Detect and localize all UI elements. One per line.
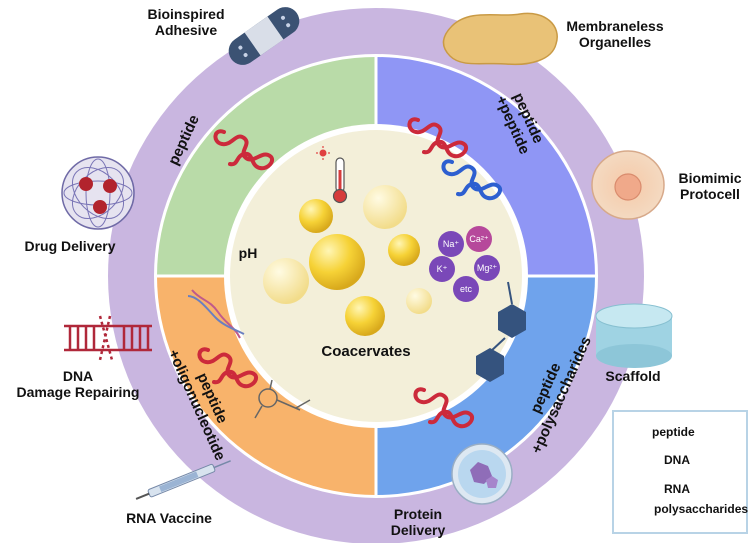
ph-label: pH xyxy=(239,245,258,261)
label-protein-delivery: Protein Delivery xyxy=(390,506,446,538)
legend-label-rna: RNA xyxy=(664,482,690,496)
label-scaffold: Scaffold xyxy=(605,368,661,384)
peptide-icon-blue-sector xyxy=(413,387,475,429)
label-drug-delivery: Drug Delivery xyxy=(24,238,116,254)
label-rna-vaccine: RNA Vaccine xyxy=(126,510,212,526)
center-title: Coacervates xyxy=(321,343,410,360)
protocell-icon xyxy=(591,150,665,220)
drug-delivery-icon xyxy=(61,156,135,230)
bandage-icon xyxy=(228,7,300,65)
ion-k: K⁺ xyxy=(437,264,448,274)
thermometer-icon xyxy=(316,146,348,204)
ion-na: Na⁺ xyxy=(443,239,460,249)
inner-disk xyxy=(230,130,522,422)
peptide-blue-icon xyxy=(441,159,503,201)
label-biomimic-protocell: Biomimic Protocell xyxy=(678,170,742,202)
ion-ca: Ca²⁺ xyxy=(469,234,489,244)
legend xyxy=(612,410,748,534)
legend-label-peptide: peptide xyxy=(652,425,695,439)
label-dna-damage-repairing: DNA Damage Repairing xyxy=(16,368,140,400)
polysaccharide-icon xyxy=(476,281,526,382)
label-bioinspired-adhesive: Bioinspired Adhesive xyxy=(147,6,225,38)
dna-helix-icon xyxy=(187,289,245,339)
protein-delivery-icon xyxy=(451,443,513,505)
scaffold-icon xyxy=(595,303,673,368)
organelle-icon xyxy=(442,12,558,66)
label-membraneless-organelles: Membraneless Organelles xyxy=(566,18,664,50)
legend-label-polysaccharides: polysaccharides xyxy=(654,502,749,516)
dna-repair-icon xyxy=(64,315,152,361)
rna-icon xyxy=(254,379,311,419)
ion-mg: Mg²⁺ xyxy=(477,263,497,273)
syringe-icon xyxy=(135,460,231,500)
peptide-icon-green-sector xyxy=(213,129,275,171)
legend-label-dna: DNA xyxy=(664,453,690,467)
coacervate-droplets xyxy=(263,185,432,336)
ion-cluster: Na⁺ Ca²⁺ K⁺ Mg²⁺ etc xyxy=(429,226,500,302)
peptide-icon-orange-sector xyxy=(197,347,259,389)
peptide-icon-purple-sector xyxy=(407,117,469,159)
ion-etc: etc xyxy=(460,284,473,294)
